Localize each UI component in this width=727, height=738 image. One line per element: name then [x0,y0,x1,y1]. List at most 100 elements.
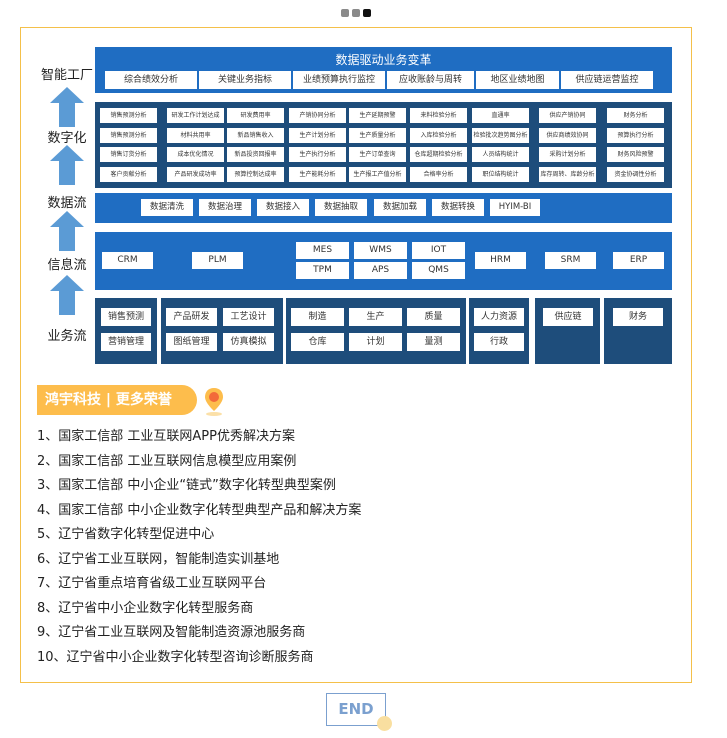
business-item: 工艺设计 [223,308,274,326]
analysis-item: 供应商绩效协同 [539,127,596,143]
business-group: 产品研发工艺设计图纸管理仿真模拟 [161,298,283,364]
analysis-item: 研发费用率 [227,108,284,123]
analysis-item: 预算控制达成率 [227,166,284,182]
business-flow-layer: 销售预测营销管理产品研发工艺设计图纸管理仿真模拟制造生产质量仓库计划量测人力资源… [95,298,672,364]
system-item: APS [354,262,407,279]
up-arrow-icon [50,87,84,127]
analysis-item: 财务分析 [607,108,664,123]
analysis-item: 仓库超期检验分析 [410,147,467,162]
analysis-item: 生产报工产值分析 [349,166,406,182]
analysis-item: 资金协调性分析 [607,166,664,182]
up-arrow-icon [50,275,84,315]
system-item: HRM [475,252,526,269]
system-item: QMS [412,262,465,279]
business-item: 计划 [349,333,402,351]
data-process-item: 数据转换 [432,199,484,216]
analysis-item: 入库检验分析 [410,127,467,143]
data-process-item: HYIM-BI [490,199,540,216]
business-item: 行政 [474,333,524,351]
business-item: 生产 [349,308,402,326]
kpi-item: 应收账龄与周转 [387,71,474,89]
layer-label-digital: 数字化 [47,131,87,146]
analysis-item: 客户贡献分析 [100,166,157,182]
kpi-item: 业绩预算执行监控 [293,71,385,89]
analysis-item: 生产延期预警 [349,108,406,123]
honor-item: 3、国家工信部 中小企业“链式”数字化转型典型案例 [37,478,336,493]
end-marker: END [326,693,386,726]
system-item: SRM [545,252,596,269]
carousel-dot[interactable] [341,9,349,17]
business-item: 量测 [407,333,460,351]
analysis-item: 销售预测分析 [100,108,157,123]
honor-item: 2、国家工信部 工业互联网信息模型应用案例 [37,453,297,469]
business-item: 制造 [291,308,344,326]
business-item: 销售预测 [101,308,151,326]
analysis-item: 新品投资回报率 [227,147,284,162]
business-item: 质量 [407,308,460,326]
data-flow-layer: 数据清洗数据治理数据接入数据抽取数据加载数据转换 HYIM-BI [95,193,672,223]
analysis-item: 库存周转、库龄分析 [539,166,596,182]
kpi-item: 综合绩效分析 [105,71,197,89]
business-item: 仓库 [291,333,344,351]
analysis-item: 生产订单查询 [349,147,406,162]
business-item: 产品研发 [166,308,217,326]
system-item: IOT [412,242,465,259]
kpi-item: 地区业绩地图 [476,71,559,89]
business-group: 人力资源行政 [469,298,529,364]
layer-label-business-flow: 业务流 [47,329,87,344]
honor-item: 10、辽宁省中小企业数字化转型咨询诊断服务商 [37,649,314,665]
layer-label-smart-factory: 智能工厂 [40,68,93,83]
analysis-item: 研发工作计划达成 [167,108,224,123]
system-item: CRM [102,252,153,269]
system-item: WMS [354,242,407,259]
business-item: 供应链 [543,308,593,326]
up-arrow-icon [50,145,84,185]
system-item: ERP [613,252,664,269]
analysis-item: 产品研发成功率 [167,166,224,182]
analysis-item: 人员结构统计 [472,147,529,162]
carousel-indicator[interactable] [341,9,371,17]
analysis-item: 销售预测分析 [100,127,157,143]
honors-heading: 鸿宇科技 | 更多荣誉 [37,385,197,415]
kpi-item: 供应链运营监控 [561,71,653,89]
honor-item: 7、辽宁省重点培育省级工业互联网平台 [37,576,267,591]
analysis-item: 财务风险预警 [607,147,664,162]
kpi-item: 关键业务指标 [199,71,291,89]
carousel-dot[interactable] [352,9,360,17]
honor-item: 8、辽宁省中小企业数字化转型服务商 [37,600,254,616]
analysis-item: 销售订货分析 [100,147,157,162]
data-process-item: 数据加载 [374,199,426,216]
layer-label-info-flow: 信息流 [47,258,87,273]
analysis-item: 采购计划分析 [539,147,596,162]
business-item: 仿真模拟 [223,333,274,351]
honor-item: 9、辽宁省工业互联网及智能制造资源池服务商 [37,625,306,640]
business-group: 供应链 [535,298,600,364]
digital-layer: 销售预测分析销售预测分析销售订货分析客户贡献分析研发工作计划达成材料共用率成本优… [95,102,672,188]
analysis-item: 新品销售收入 [227,127,284,143]
system-item: TPM [296,262,349,279]
analysis-item: 供应产销协同 [539,108,596,123]
data-process-item: 数据抽取 [315,199,367,216]
analysis-item: 生产能耗分析 [289,166,346,182]
data-process-item: 数据治理 [199,199,251,216]
analysis-item: 成本优化情况 [167,147,224,162]
business-group: 财务 [604,298,672,364]
up-arrow-icon [50,211,84,251]
business-item: 财务 [613,308,663,326]
analysis-item: 合格率分析 [410,166,467,182]
location-pin-icon [205,388,223,416]
data-process-item: 数据清洗 [141,199,193,216]
analysis-item: 预算执行分析 [607,127,664,143]
honor-item: 6、辽宁省工业互联网，智能制造实训基地 [37,551,280,567]
business-item: 图纸管理 [166,333,217,351]
decorative-circle [377,716,392,731]
data-process-item: 数据接入 [257,199,309,216]
analysis-item: 检验批次趋势图分析 [472,127,529,143]
analysis-item: 直通率 [472,108,529,123]
carousel-dot-active[interactable] [363,9,371,17]
business-group: 制造生产质量仓库计划量测 [286,298,466,364]
honor-item: 5、辽宁省数字化转型促进中心 [37,527,215,542]
business-item: 人力资源 [474,308,524,326]
system-item: PLM [192,252,243,269]
